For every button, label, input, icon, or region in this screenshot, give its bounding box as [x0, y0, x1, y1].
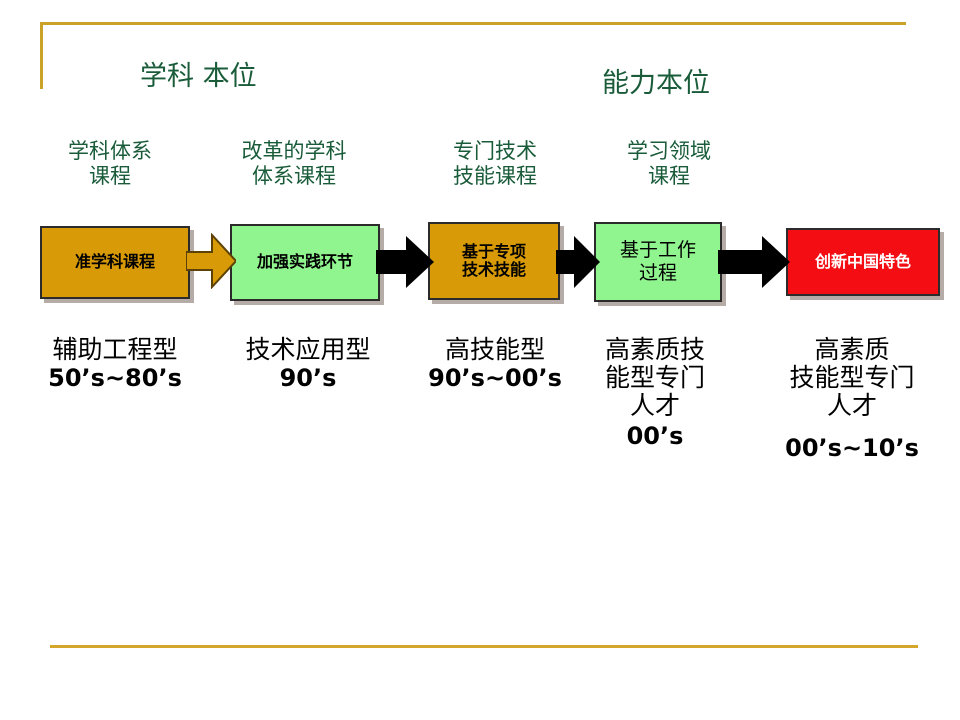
flow-box-label: 基于专项 技术技能	[461, 241, 526, 279]
outcome-type: 技术应用型	[245, 335, 371, 364]
column-caption-learning-field-course: 学习领域 课程	[627, 139, 711, 188]
flow-box-innovate-chinese-character[interactable]: 创新中国特色	[786, 228, 940, 296]
outcome-type: 辅助工程型	[52, 335, 178, 364]
flow-box-based-on-special-skill[interactable]: 基于专项 技术技能	[428, 222, 560, 300]
column-caption-reformed-discipline-system-course: 改革的学科 体系课程	[241, 139, 347, 188]
flow-box-quasi-discipline-course[interactable]: 准学科课程	[40, 226, 190, 299]
heading-ability-based: 能力本位	[602, 68, 710, 99]
flow-box-strengthen-practice-link[interactable]: 加强实践环节	[230, 224, 380, 301]
arrow-right-icon-black-1	[376, 236, 434, 288]
outcome-type: 高技能型	[444, 335, 545, 364]
flow-box-label: 创新中国特色	[814, 251, 911, 271]
outcome-high-quality-skill: 高素质技 能型专门 人才 00’s	[560, 336, 750, 451]
column-caption-discipline-system-course: 学科体系 课程	[68, 139, 152, 188]
outcome-type: 高素质 技能型专门 人才	[789, 335, 915, 420]
flow-box-based-on-work-process[interactable]: 基于工作 过程	[594, 222, 722, 302]
outcome-era: 00’s	[626, 422, 684, 450]
arrow-right-icon-black-3	[718, 236, 790, 288]
outcome-era: 00’s~10’s	[785, 434, 919, 462]
column-caption-specialized-technical-skill-course: 专门技术 技能课程	[453, 139, 537, 188]
outcome-auxiliary-engineering: 辅助工程型 50’s~80’s	[20, 336, 210, 393]
outcome-high-skill: 高技能型 90’s~00’s	[400, 336, 590, 393]
left-border-rule	[40, 22, 43, 89]
flow-box-label: 准学科课程	[74, 252, 155, 272]
outcome-type: 高素质技 能型专门 人才	[604, 335, 705, 420]
outcome-era: 90’s	[279, 364, 337, 392]
heading-subject-based: 学科 本位	[140, 61, 257, 92]
outcome-technology-application: 技术应用型 90’s	[213, 336, 403, 393]
arrow-right-icon-black-2	[556, 236, 600, 288]
flow-box-label: 基于工作 过程	[619, 239, 696, 284]
outcome-high-quality-skill-2: 高素质 技能型专门 人才 00’s~10’s	[757, 336, 947, 463]
flow-box-label: 加强实践环节	[256, 252, 353, 272]
bottom-border-rule	[50, 645, 918, 648]
arrow-right-icon-gold	[186, 233, 236, 289]
outcome-era: 90’s~00’s	[428, 364, 562, 392]
top-border-rule	[40, 22, 906, 25]
outcome-era: 50’s~80’s	[48, 364, 182, 392]
